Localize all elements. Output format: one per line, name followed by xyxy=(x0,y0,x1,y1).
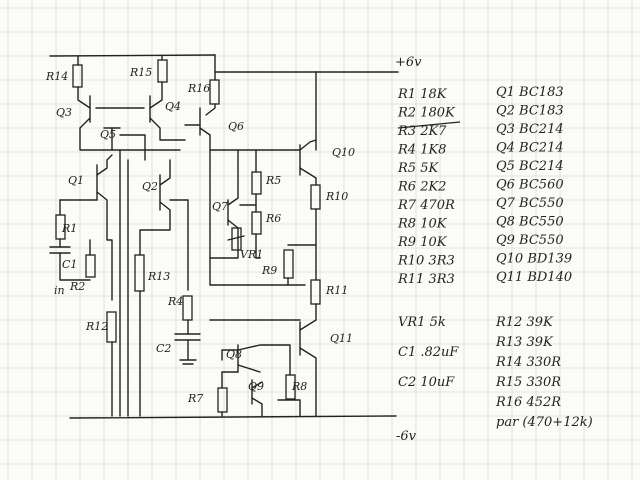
label-q1: Q1 xyxy=(68,174,84,187)
negative-rail xyxy=(69,415,397,419)
transistor-list-item: Q7 BC550 xyxy=(496,196,564,211)
transistor-list-item: Q1 BC183 xyxy=(496,85,564,100)
misc-right-item: R13 39K xyxy=(495,335,554,350)
top-rail-left xyxy=(49,54,216,57)
resistor-list-item: R4 1K8 xyxy=(397,143,446,158)
label-q3: Q3 xyxy=(56,106,72,119)
label-q7: Q7 xyxy=(212,200,228,213)
resistor-list-item: R11 3R3 xyxy=(397,272,455,287)
transistor-list-item: Q4 BC214 xyxy=(496,141,564,156)
label-q8: Q8 xyxy=(226,348,242,361)
misc-right-item: R16 452R xyxy=(495,395,561,410)
label-r13: R13 xyxy=(147,270,170,283)
misc-list-right: R12 39K R13 39K R14 330R R15 330R R16 452R pa… xyxy=(495,315,593,430)
resistor-r14 xyxy=(72,64,83,88)
schematic-labels: R14 R15 R16 Q3 Q4 Q5 Q6 Q1 Q2 Q7 Q8 Q9 Q… xyxy=(45,66,355,405)
label-c1: C1 xyxy=(62,258,77,271)
resistor-list-item: R2 180K xyxy=(397,106,456,121)
resistor-r10 xyxy=(310,184,321,210)
resistor-list-item: R3 2K7 xyxy=(397,124,447,139)
transistor-list-item: Q6 BC560 xyxy=(496,178,564,193)
label-r1: R1 xyxy=(61,222,77,235)
resistor-list-item: R8 10K xyxy=(397,217,448,232)
label-r15: R15 xyxy=(129,66,152,79)
misc-right-item: par (470+12k) xyxy=(496,415,593,430)
misc-list-left: VR1 5k C1 .82uF C2 10uF xyxy=(398,315,459,390)
resistor-r12 xyxy=(106,311,117,343)
resistor-list-item: R7 470R xyxy=(397,198,455,213)
resistor-list-item: R1 18K xyxy=(397,87,448,102)
misc-right-item: R12 39K xyxy=(495,315,554,330)
negative-rail-label: -6v xyxy=(396,429,417,444)
misc-left-item: C1 .82uF xyxy=(398,345,459,360)
label-r7: R7 xyxy=(187,392,203,405)
transistor-list-item: Q11 BD140 xyxy=(496,270,572,285)
label-r11: R11 xyxy=(325,284,348,297)
label-r6: R6 xyxy=(265,212,281,225)
label-r5: R5 xyxy=(265,174,281,187)
resistor-r7 xyxy=(217,387,228,413)
resistor-r6 xyxy=(251,211,262,235)
label-r10: R10 xyxy=(325,190,348,203)
resistor-list-item: R5 5K xyxy=(397,161,439,176)
resistor-r15 xyxy=(157,59,168,83)
resistor-list-item: R6 2K2 xyxy=(397,180,446,195)
resistor-r16 xyxy=(209,79,220,105)
label-q10: Q10 xyxy=(332,146,355,159)
label-r16: R16 xyxy=(187,82,210,95)
resistor-r4 xyxy=(182,295,193,321)
label-r2: R2 xyxy=(69,280,85,293)
resistor-r2 xyxy=(85,254,96,278)
misc-right-item: R15 330R xyxy=(495,375,561,390)
capacitor-c2 xyxy=(174,333,201,341)
transistor-list: Q1 BC183 Q2 BC183 Q3 BC214 Q4 BC214 Q5 BC214… xyxy=(496,85,572,285)
label-c2: C2 xyxy=(156,342,171,355)
misc-right-item: R14 330R xyxy=(495,355,561,370)
positive-rail-label: +6v xyxy=(395,55,422,70)
transistor-list-item: Q9 BC550 xyxy=(496,233,564,248)
label-r12: R12 xyxy=(85,320,108,333)
label-r9: R9 xyxy=(261,264,277,277)
label-q11: Q11 xyxy=(330,332,353,345)
label-vr1: VR1 xyxy=(240,248,263,261)
resistor-list: R1 18K R2 180K R3 2K7 R4 1K8 R5 5K R6 2K2 R7 4… xyxy=(397,87,456,287)
label-q4: Q4 xyxy=(165,100,181,113)
label-q5: Q5 xyxy=(100,128,116,141)
transistor-list-item: Q5 BC214 xyxy=(496,159,564,174)
label-input: in xyxy=(54,284,65,297)
label-q9: Q9 xyxy=(248,380,264,393)
transistor-list-item: Q2 BC183 xyxy=(496,104,564,119)
label-q6: Q6 xyxy=(228,120,244,133)
driver-stage xyxy=(184,54,317,286)
rails: +6v -6v xyxy=(49,54,422,444)
label-r14: R14 xyxy=(45,70,68,83)
transistor-list-item: Q8 BC550 xyxy=(496,215,564,230)
resistor-r11 xyxy=(310,279,321,305)
input-stage xyxy=(49,55,201,417)
resistor-r8 xyxy=(285,374,296,400)
resistor-r5 xyxy=(251,171,262,195)
resistor-r13 xyxy=(134,254,145,292)
misc-left-item: C2 10uF xyxy=(398,375,455,390)
parts-list: R1 18K R2 180K R3 2K7 R4 1K8 R5 5K R6 2K2 R7 4… xyxy=(397,85,593,430)
resistor-list-item: R9 10K xyxy=(397,235,448,250)
label-r8: R8 xyxy=(291,380,307,393)
resistor-list-item: R10 3R3 xyxy=(397,254,455,269)
transistor-list-item: Q10 BD139 xyxy=(496,252,572,267)
output-stage xyxy=(209,71,321,417)
label-q2: Q2 xyxy=(142,180,158,193)
misc-left-item: VR1 5k xyxy=(398,315,446,330)
resistor-r9 xyxy=(283,249,294,279)
r3-strikethrough xyxy=(397,121,461,129)
label-r4: R4 xyxy=(167,295,183,308)
transistor-list-item: Q3 BC214 xyxy=(496,122,564,137)
